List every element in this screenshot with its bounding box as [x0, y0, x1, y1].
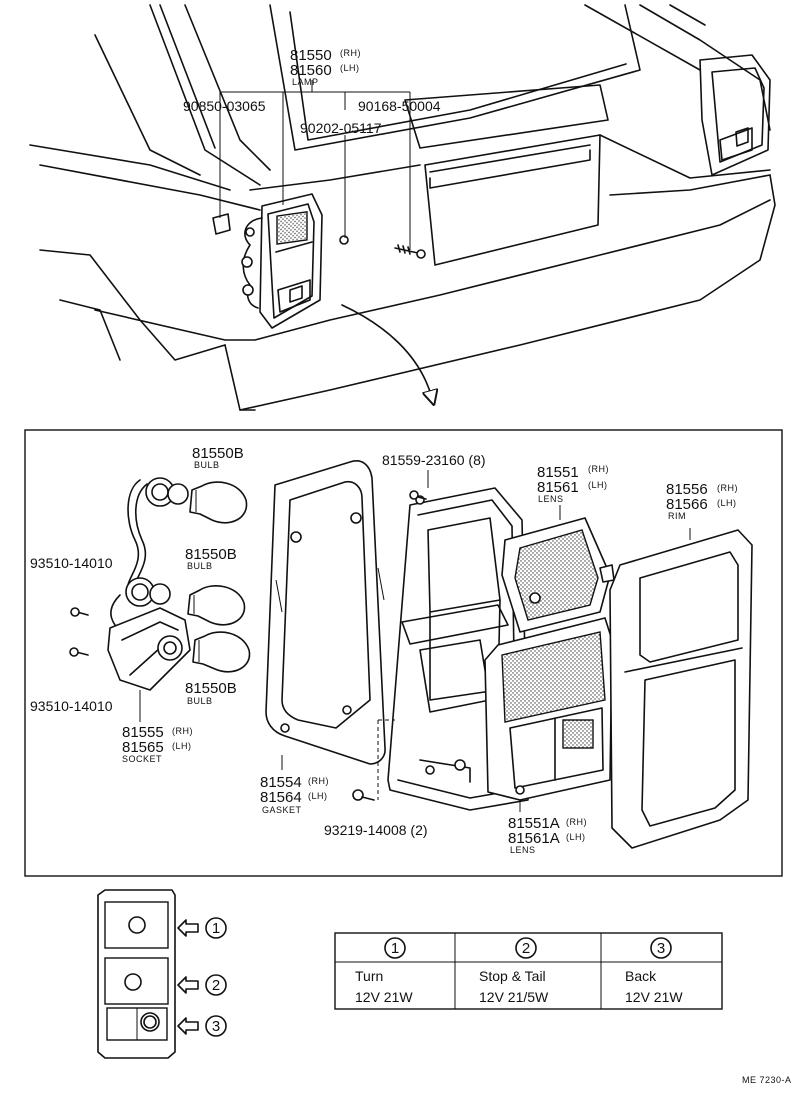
clip-on-car: [212, 213, 231, 235]
lamp-face-diagram: [97, 889, 176, 1059]
callout-num-3: 3: [212, 1018, 220, 1035]
label-lens-rh-tag: (RH): [588, 464, 609, 474]
label-lamp-lh-tag: (LH): [340, 63, 360, 73]
label-screw-a: 90850-03065: [183, 98, 266, 114]
label-rim-lh: 81566: [666, 496, 708, 513]
label-gasket-rh: 81554: [260, 774, 302, 791]
table-head-circle-1: [384, 937, 406, 959]
label-lensa-name: LENS: [510, 845, 536, 855]
label-bulb-2: 81550B: [185, 546, 237, 563]
label-lamp-rh: 81550: [290, 47, 332, 64]
label-socket-lh: 81565: [122, 739, 164, 756]
exploded-view-frame: [24, 429, 783, 877]
label-gasket-name: GASKET: [262, 805, 302, 815]
top-leader-lines: [219, 80, 411, 250]
label-lens-lh-tag: (LH): [588, 480, 608, 490]
label-gasket-lh: 81564: [260, 789, 302, 806]
label-rim-lh-tag: (LH): [717, 498, 737, 508]
nut-on-car: [339, 235, 349, 245]
table-function-3: Back: [625, 968, 657, 984]
detail-leader-lines: [139, 470, 691, 812]
label-screw-d: 93510-14010: [30, 555, 113, 571]
label-screw-g: 93219-14008 (2): [324, 822, 428, 838]
table-head-3: 3: [657, 940, 665, 957]
label-lens-lh: 81561: [537, 479, 579, 496]
label-socket-rh-tag: (RH): [172, 726, 193, 736]
label-rim-rh: 81556: [666, 481, 708, 498]
label-gasket-rh-tag: (RH): [308, 776, 329, 786]
label-lamp-name: LAMP: [292, 77, 319, 87]
label-lensa-rh-tag: (RH): [566, 817, 587, 827]
label-bulb-2-name: BULB: [187, 561, 213, 571]
label-lens-name: LENS: [538, 494, 564, 504]
rim: [609, 529, 753, 849]
label-lensa-lh-tag: (LH): [566, 832, 586, 842]
screw-left-top: [70, 607, 89, 617]
label-gasket-lh-tag: (LH): [308, 791, 328, 801]
callout-arrow-3: [177, 1017, 199, 1035]
bulb-2: [187, 585, 246, 626]
table-head-2: 2: [522, 940, 530, 957]
screw-left-bottom: [69, 647, 89, 657]
callout-num-2: 2: [212, 977, 220, 994]
label-lens-rh: 81551: [537, 464, 579, 481]
callout-circle-2: [205, 974, 227, 996]
label-screw-f: 81559-23160 (8): [382, 452, 486, 468]
label-nut-c: 90202-05117: [300, 120, 382, 136]
bulb-1: [189, 481, 248, 524]
label-socket-name: SOCKET: [122, 754, 162, 764]
lamp-on-car: [241, 193, 323, 329]
label-bulb-3: 81550B: [185, 680, 237, 697]
screw-inside-top: [409, 490, 427, 500]
upper-lens: [501, 517, 615, 633]
label-socket-lh-tag: (LH): [172, 741, 192, 751]
table-spec-1: 12V 21W: [355, 989, 413, 1005]
table-head-1: 1: [391, 940, 399, 957]
table-head-circle-2: [515, 937, 537, 959]
callout-num-1: 1: [212, 920, 220, 937]
callout-arrow-1: [177, 919, 199, 937]
car-rear-illustration: [29, 4, 776, 411]
label-lamp-rh-tag: (RH): [340, 48, 361, 58]
table-function-1: Turn: [355, 968, 383, 984]
label-socket-rh: 81555: [122, 724, 164, 741]
detail-arrow: [341, 304, 432, 398]
label-lensa-lh: 81561A: [508, 830, 560, 847]
screw-on-car: [394, 244, 426, 259]
label-bulb-1-name: BULB: [194, 460, 220, 470]
table-spec-2: 12V 21/5W: [479, 989, 549, 1005]
label-rim-name: RIM: [668, 511, 686, 521]
label-lamp-lh: 81560: [290, 62, 332, 79]
gasket: [265, 460, 386, 765]
bulb-spec-table: 1 2 3 Turn 12V 21W Stop & Tail 12V 21/5W…: [334, 932, 723, 1010]
table-function-2: Stop & Tail: [479, 968, 546, 984]
bulb-3: [192, 631, 251, 673]
label-lensa-rh: 81551A: [508, 815, 560, 832]
screw-inside-bottom: [352, 789, 375, 801]
reference-code: ME 7230-A: [742, 1075, 792, 1085]
lower-lens: [484, 617, 613, 801]
label-bulb-3-name: BULB: [187, 696, 213, 706]
callout-circle-3: [205, 1015, 227, 1037]
table-spec-3: 12V 21W: [625, 989, 683, 1005]
label-rim-rh-tag: (RH): [717, 483, 738, 493]
label-screw-b: 90168-50004: [358, 98, 441, 114]
label-bulb-1: 81550B: [192, 445, 244, 462]
table-head-circle-3: [650, 937, 672, 959]
socket-harness: [107, 477, 191, 691]
label-screw-e: 93510-14010: [30, 698, 113, 714]
callout-arrow-2: [177, 976, 199, 994]
callout-circle-1: [205, 917, 227, 939]
